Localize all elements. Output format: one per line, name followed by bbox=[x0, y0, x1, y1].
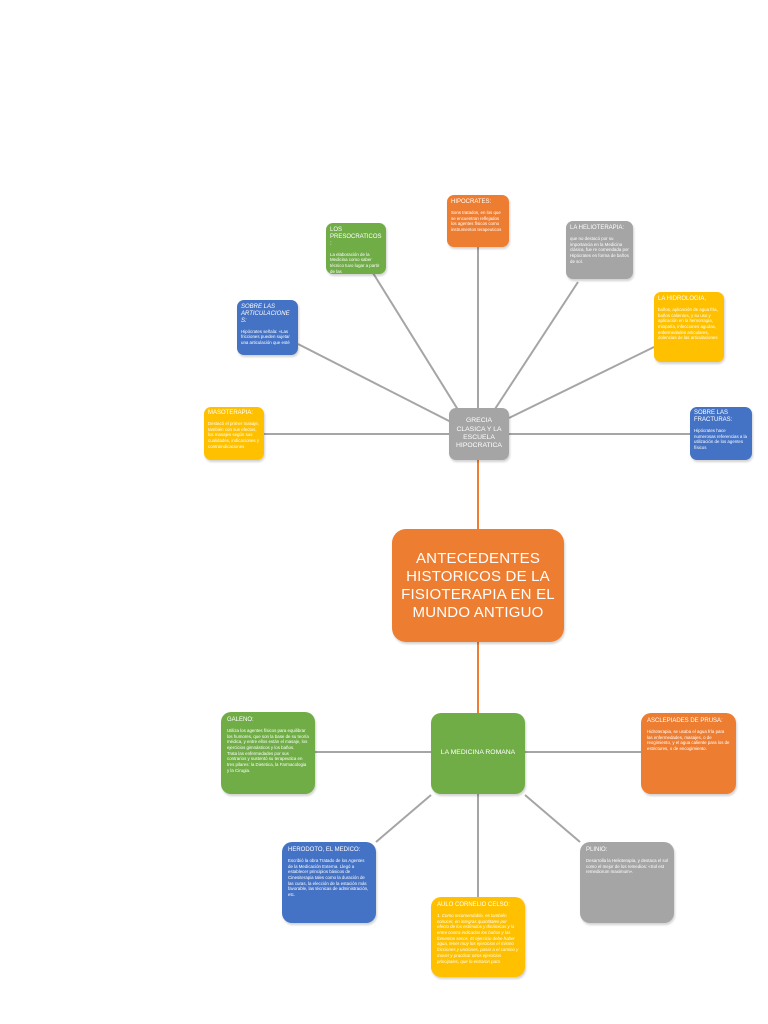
helioterapia-title: LA HELIOTERAPIA: bbox=[570, 225, 625, 231]
asclepiades-body: Hidroterapia, se usaba el agua fría para… bbox=[647, 728, 730, 752]
line-helioterapia bbox=[494, 281, 579, 410]
line-presocraticos bbox=[372, 272, 461, 414]
articulaciones-title: SOBRE LAS ARTICULACIONE S: bbox=[241, 304, 290, 324]
hipocrates-title: HIPOCRATES: bbox=[451, 199, 492, 205]
asclepiades-title: ASCLEPIADES DE PRUSA: bbox=[647, 718, 723, 724]
line-articulaciones bbox=[297, 343, 452, 423]
herodoto-body: Escribió la obra Tratado de los Agentes … bbox=[288, 857, 369, 898]
celso-title: AULO CORNELIO CELSO: bbox=[437, 902, 511, 908]
masoterapia-title: MASOTERAPIA: bbox=[208, 410, 254, 416]
plinio-title: PLINIO: bbox=[586, 847, 608, 853]
celso-body: 1. Como recomendable, es también conocer… bbox=[437, 912, 519, 964]
grecia-hub: GRECIA CLASICA Y LA ESCUELA HIPOCRATICA bbox=[449, 408, 509, 460]
hidrologia-body: baños, aplicación de agua fría, baños ca… bbox=[658, 306, 718, 341]
helioterapia-box: LA HELIOTERAPIA: que no destacó por su i… bbox=[566, 221, 633, 279]
presocraticos-body: La elaboración de la Medicina como saber… bbox=[330, 251, 380, 274]
main-title: ANTECEDENTES HISTORICOS DE LA FISIOTERAP… bbox=[401, 549, 555, 621]
helioterapia-body: que no destacó por su importancia en la … bbox=[570, 235, 629, 264]
articulaciones-box: SOBRE LAS ARTICULACIONE S: Hipócrates se… bbox=[237, 300, 298, 355]
galeno-title: GALENO: bbox=[227, 717, 254, 723]
line-plinio bbox=[524, 794, 581, 843]
plinio-body: Desarrolla la Helioterapia, y destaca el… bbox=[586, 857, 668, 875]
fracturas-body: Hipócrates hace numerosas referencias a … bbox=[694, 427, 747, 450]
roma-hub: LA MEDICINA ROMANA bbox=[431, 713, 525, 794]
hidrologia-box: LA HIDROLOGIA, baños, aplicación de agua… bbox=[654, 292, 724, 362]
articulaciones-body: Hipócrates señala: «Las fricciones puede… bbox=[241, 328, 290, 346]
line-herodoto bbox=[375, 794, 432, 843]
herodoto-title: HERODOTO, EL MEDICO: bbox=[288, 847, 361, 853]
main-title-box: ANTECEDENTES HISTORICOS DE LA FISIOTERAP… bbox=[392, 529, 564, 642]
galeno-body-2: Trata las enfermedades por sus contrario… bbox=[227, 750, 307, 773]
galeno-box: GALENO: Utiliza los agentes físicos para… bbox=[221, 712, 315, 794]
celso-box: AULO CORNELIO CELSO: 1. Como recomendabl… bbox=[431, 897, 525, 977]
fracturas-title: SOBRE LAS FRACTURAS: bbox=[694, 410, 733, 423]
hipocrates-body: Sons tratados, en los que se encuentran … bbox=[451, 209, 502, 233]
plinio-box: PLINIO: Desarrolla la Helioterapia, y de… bbox=[580, 842, 674, 923]
grecia-hub-label: GRECIA CLASICA Y LA ESCUELA HIPOCRATICA bbox=[456, 417, 502, 450]
masoterapia-box: MASOTERAPIA: Destacó el primer masaje, t… bbox=[204, 407, 264, 460]
masoterapia-body: Destacó el primer masaje, también con su… bbox=[208, 420, 260, 449]
asclepiades-box: ASCLEPIADES DE PRUSA: Hidroterapia, se u… bbox=[641, 713, 736, 794]
hipocrates-box: HIPOCRATES: Sons tratados, en los que se… bbox=[447, 195, 509, 247]
roma-hub-label: LA MEDICINA ROMANA bbox=[440, 749, 516, 757]
fracturas-box: SOBRE LAS FRACTURAS: Hipócrates hace num… bbox=[690, 407, 752, 460]
herodoto-box: HERODOTO, EL MEDICO: Escribió la obra Tr… bbox=[282, 842, 376, 923]
presocraticos-box: LOS PRESOCRATICOS : La elaboración de la… bbox=[326, 223, 386, 274]
line-hidrologia bbox=[508, 346, 655, 419]
presocraticos-title: LOS PRESOCRATICOS : bbox=[330, 227, 382, 247]
galeno-body-1: Utiliza los agentes físicos para equilib… bbox=[227, 727, 309, 751]
hidrologia-title: LA HIDROLOGIA, bbox=[658, 296, 707, 302]
